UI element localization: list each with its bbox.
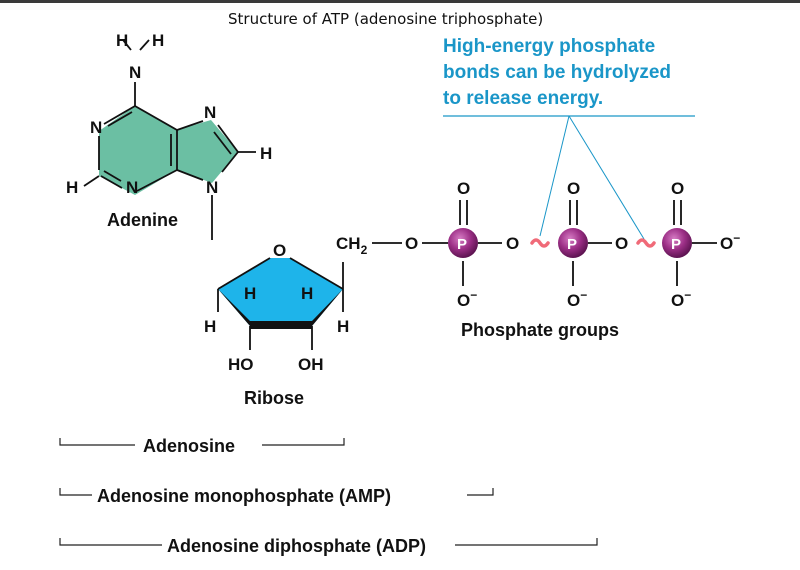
bracket-label-adp: Adenosine diphosphate (ADP) bbox=[167, 536, 426, 556]
p2-label: P bbox=[567, 236, 577, 253]
atom-ch2: CH2 bbox=[336, 234, 368, 257]
high-energy-bond-1 bbox=[530, 238, 550, 248]
p1-label: P bbox=[457, 236, 467, 253]
atom-n1: N bbox=[90, 118, 102, 137]
atom-n3: N bbox=[126, 178, 138, 197]
annotation-line-3: to release energy. bbox=[443, 88, 603, 109]
bracket-amp: Adenosine monophosphate (AMP) bbox=[59, 486, 494, 506]
p1-double-o: O bbox=[457, 179, 470, 198]
atom-ho: HO bbox=[228, 355, 254, 374]
pointer-line-1 bbox=[539, 115, 570, 237]
p3-o-minus: O− bbox=[671, 288, 691, 310]
p3-double-o: O bbox=[671, 179, 684, 198]
ribose-ring bbox=[218, 258, 343, 326]
adenine-label: Adenine bbox=[107, 210, 178, 230]
p3-label: P bbox=[671, 236, 681, 253]
p3-terminal-o: O− bbox=[720, 231, 740, 253]
atom-h-right-out: H bbox=[337, 317, 349, 336]
bridge-o-2: O bbox=[615, 234, 628, 253]
atom-ring-o: O bbox=[273, 241, 286, 260]
phosphorus-atom-1 bbox=[448, 228, 478, 258]
diagram-title: Structure of ATP (adenosine triphosphate… bbox=[228, 10, 543, 28]
phosphate-groups: O P O O− O P O O− O bbox=[405, 179, 740, 340]
p1-o-minus: O− bbox=[457, 288, 477, 310]
atom-h-left-out: H bbox=[204, 317, 216, 336]
atom-linker-o: O bbox=[405, 234, 418, 253]
annotation: High-energy phosphate bonds can be hydro… bbox=[443, 36, 695, 240]
annotation-line-1: High-energy phosphate bbox=[443, 36, 655, 57]
atom-oh: OH bbox=[298, 355, 324, 374]
atom-amine-n: N bbox=[129, 63, 141, 82]
atom-n7: N bbox=[204, 103, 216, 122]
annotation-line-2: bonds can be hydrolyzed bbox=[443, 62, 671, 83]
phosphorus-atom-2 bbox=[558, 228, 588, 258]
adenine-five-ring bbox=[177, 120, 238, 183]
p2-o-minus: O− bbox=[567, 288, 587, 310]
p2-double-o: O bbox=[567, 179, 580, 198]
high-energy-bond-2 bbox=[636, 238, 656, 248]
atom-h2: H bbox=[66, 178, 78, 197]
adenine-six-ring bbox=[99, 106, 177, 195]
bracket-adenosine: Adenosine bbox=[59, 436, 345, 456]
phosphorus-atom-3 bbox=[662, 228, 692, 258]
top-border bbox=[0, 0, 800, 3]
atom-h8: H bbox=[260, 144, 272, 163]
phosphate-groups-label: Phosphate groups bbox=[461, 320, 619, 340]
bridge-o-1: O bbox=[506, 234, 519, 253]
ribose: O H H H H HO OH CH2 Ribose bbox=[204, 234, 402, 408]
adenine: H H N N N N N H H Adenine bbox=[66, 31, 272, 240]
pointer-line-2 bbox=[568, 115, 645, 240]
bracket-label-adenosine: Adenosine bbox=[143, 436, 235, 456]
atom-h-left-in: H bbox=[244, 284, 256, 303]
atom-amine-h2: H bbox=[152, 31, 164, 50]
bracket-label-amp: Adenosine monophosphate (AMP) bbox=[97, 486, 391, 506]
ribose-label: Ribose bbox=[244, 388, 304, 408]
atom-h-right-in: H bbox=[301, 284, 313, 303]
atom-amine-h1: H bbox=[116, 31, 128, 50]
atom-n9: N bbox=[206, 178, 218, 197]
bracket-adp: Adenosine diphosphate (ADP) bbox=[59, 536, 598, 556]
